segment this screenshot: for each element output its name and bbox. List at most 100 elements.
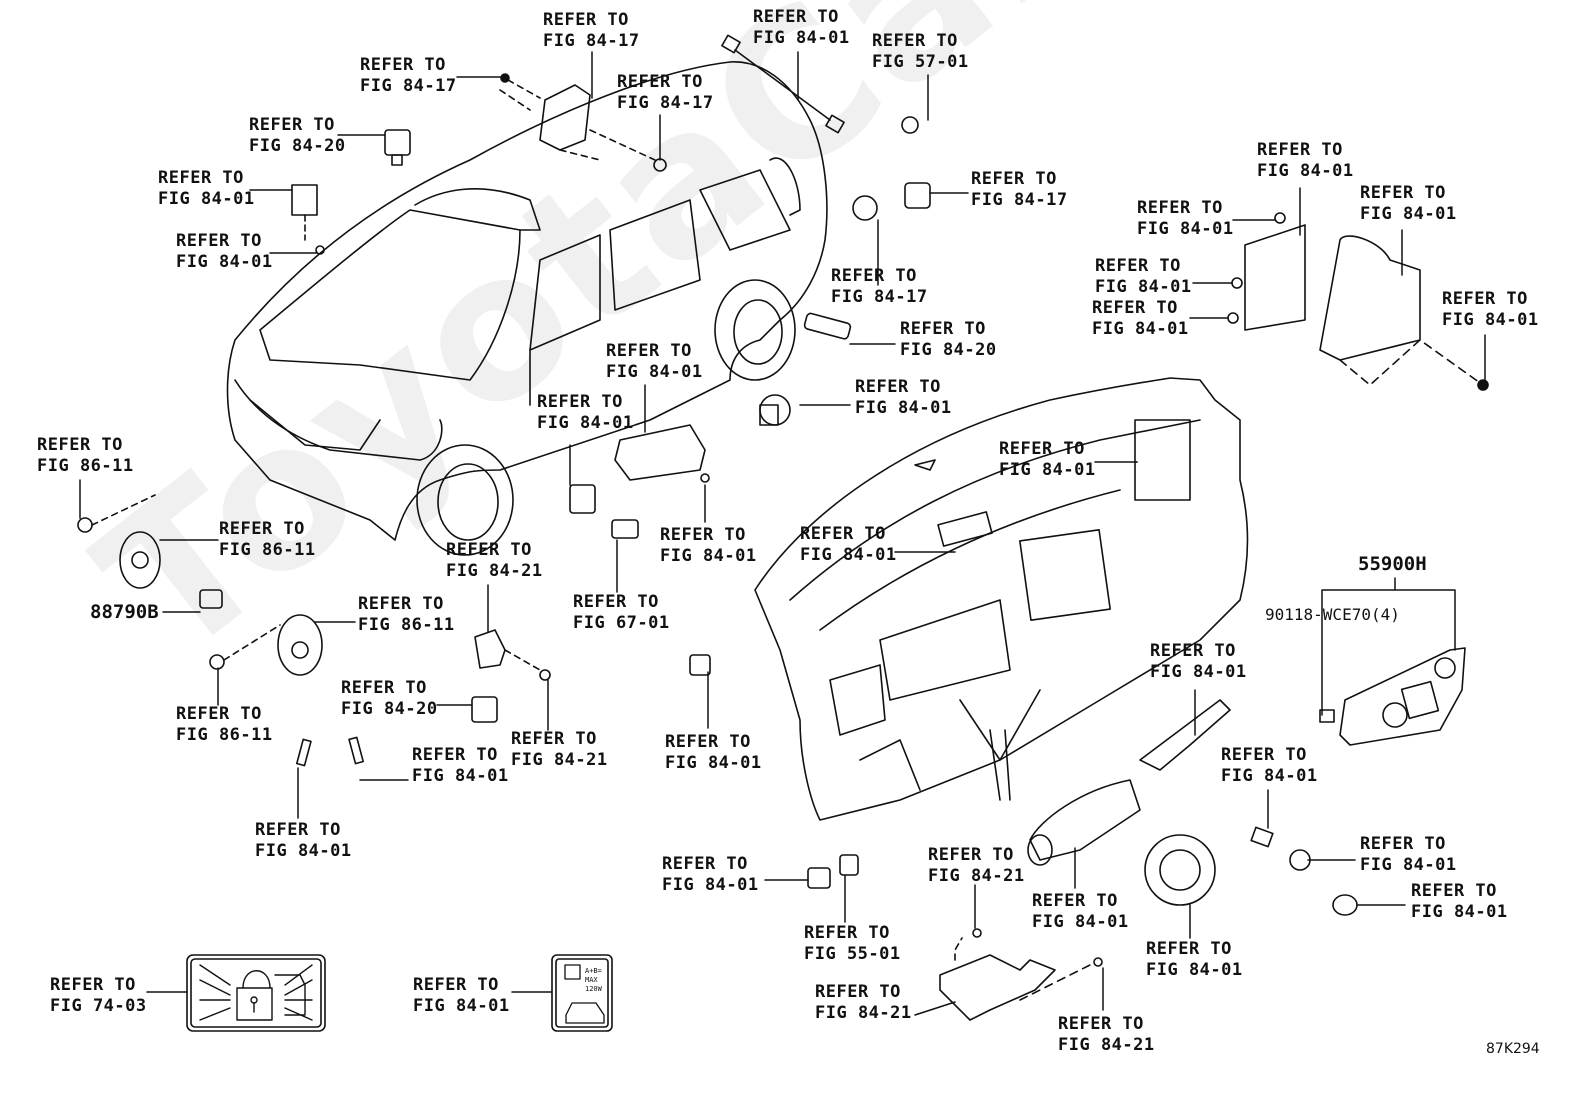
callout-line-2: FIG 84-17 bbox=[831, 287, 928, 307]
callout-line-2: FIG 84-01 bbox=[255, 841, 352, 861]
callout-line-2: FIG 84-01 bbox=[537, 413, 634, 433]
callout-line-1: REFER TO bbox=[1032, 891, 1118, 911]
callout-line-2: FIG 84-01 bbox=[855, 398, 952, 418]
callout-line-2: FIG 84-21 bbox=[446, 561, 543, 581]
callout-line-2: FIG 84-01 bbox=[1137, 219, 1234, 239]
callout-line-2: FIG 84-17 bbox=[971, 190, 1068, 210]
callout-line-1: REFER TO bbox=[831, 266, 917, 286]
callout-line-1: REFER TO bbox=[928, 845, 1014, 865]
callout-line-1: REFER TO bbox=[219, 519, 305, 539]
callout-line-1: REFER TO bbox=[50, 975, 136, 995]
callout-line-2: FIG 67-01 bbox=[573, 613, 670, 633]
callout-line-2: FIG 84-21 bbox=[928, 866, 1025, 886]
callout-line-1: REFER TO bbox=[606, 341, 692, 361]
callout-line-1: REFER TO bbox=[1360, 834, 1446, 854]
callout-line-1: REFER TO bbox=[971, 169, 1057, 189]
padlock-with-car-and-lightning-icon bbox=[199, 964, 313, 1021]
callout-line-2: FIG 84-01 bbox=[1032, 912, 1129, 932]
callout-line-1: REFER TO bbox=[1257, 140, 1343, 160]
callout-line-1: REFER TO bbox=[1221, 745, 1307, 765]
callout-line-1: REFER TO bbox=[176, 704, 262, 724]
callout-line-2: FIG 86-11 bbox=[37, 456, 134, 476]
callout-line-1: REFER TO bbox=[543, 10, 629, 30]
callout-line-2: FIG 55-01 bbox=[804, 944, 901, 964]
callout-line-1: REFER TO bbox=[800, 524, 886, 544]
callout-line-1: REFER TO bbox=[665, 732, 751, 752]
callout-line-1: REFER TO bbox=[1150, 641, 1236, 661]
callout-line-1: REFER TO bbox=[255, 820, 341, 840]
callout-line-1: REFER TO bbox=[413, 975, 499, 995]
part-number-55900h[interactable]: 55900H bbox=[1358, 553, 1427, 575]
callout-line-2: FIG 84-01 bbox=[660, 546, 757, 566]
callout-line-1: REFER TO bbox=[1360, 183, 1446, 203]
callout-line-2: FIG 84-01 bbox=[665, 753, 762, 773]
callout-line-2: FIG 57-01 bbox=[872, 52, 969, 72]
callout-line-1: REFER TO bbox=[158, 168, 244, 188]
leader-lines bbox=[79, 51, 1486, 1016]
callout-line-1: REFER TO bbox=[660, 525, 746, 545]
callout-line-2: FIG 86-11 bbox=[358, 615, 455, 635]
callout-line-2: FIG 84-01 bbox=[800, 545, 897, 565]
figure-id: 87K294 bbox=[1486, 1041, 1540, 1057]
part-number-88790b[interactable]: 88790B bbox=[90, 601, 159, 623]
callout-line-2: FIG 86-11 bbox=[176, 725, 273, 745]
part-number-90118-wce70[interactable]: 90118-WCE70(4) bbox=[1265, 605, 1400, 624]
callout-line-1: REFER TO bbox=[176, 231, 262, 251]
callout-line-1: REFER TO bbox=[999, 439, 1085, 459]
callout-line-1: REFER TO bbox=[573, 592, 659, 612]
callout-line-1: REFER TO bbox=[753, 7, 839, 27]
callout-line-2: FIG 84-01 bbox=[413, 996, 510, 1016]
callout-line-2: FIG 84-01 bbox=[412, 766, 509, 786]
callout-line-2: FIG 84-01 bbox=[606, 362, 703, 382]
callout-line-2: FIG 84-01 bbox=[1095, 277, 1192, 297]
